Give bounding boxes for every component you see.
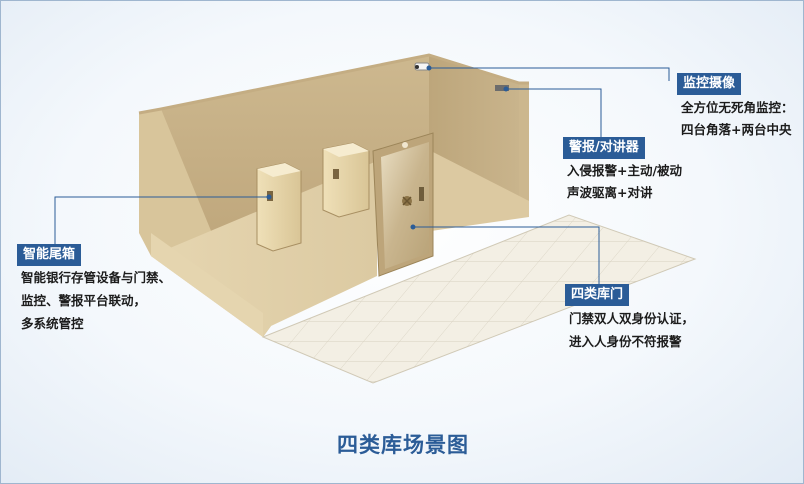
outer-floor xyxy=(261,214,697,384)
right-wall-top xyxy=(519,83,529,201)
front-wall xyxy=(139,161,377,337)
leader-camera-dot xyxy=(426,65,432,71)
wall-top-edge xyxy=(138,53,529,115)
front-wall-right xyxy=(431,151,529,231)
alarm-desc-line-1: 入侵报警+主动/被动 xyxy=(567,163,683,178)
cabinet-desc-line-3: 多系统管控 xyxy=(21,316,84,331)
camera-label: 监控摄像 xyxy=(677,73,742,95)
door-desc-line-1: 门禁双人双身份认证， xyxy=(569,311,695,326)
leader-door-dot xyxy=(410,224,416,230)
front-wall-face xyxy=(151,233,263,337)
alarm-label: 警报/对讲器 xyxy=(563,137,645,159)
door-label: 四类库门 xyxy=(565,284,630,306)
cabinet-desc-line-1: 智能银行存管设备与门禁、 xyxy=(21,270,172,285)
cabinet-right xyxy=(322,142,370,218)
vault-door xyxy=(372,132,434,277)
diagram-title: 四类库场景图 xyxy=(337,433,469,457)
door-desc-line-2: 进入人身份不符报警 xyxy=(569,334,682,349)
camera-desc-line-1: 全方位无死角监控： xyxy=(681,100,794,115)
cabinet-left xyxy=(256,162,302,252)
camera-device xyxy=(414,62,430,71)
leader-cabinet-dot xyxy=(266,194,272,200)
camera-desc-line-2: 四台角落+两台中央 xyxy=(681,122,792,137)
leader-camera xyxy=(429,67,670,81)
leader-cabinet xyxy=(54,196,269,244)
cabinet-label: 智能尾箱 xyxy=(17,244,82,266)
leader-alarm-dot xyxy=(503,86,509,92)
cabinet-desc-line-2: 监控、警报平台联动， xyxy=(21,293,147,308)
alarm-panel xyxy=(495,85,509,91)
alarm-desc-line-2: 声波驱离+对讲 xyxy=(567,185,653,200)
leader-door xyxy=(413,226,600,284)
leader-alarm xyxy=(506,88,602,139)
